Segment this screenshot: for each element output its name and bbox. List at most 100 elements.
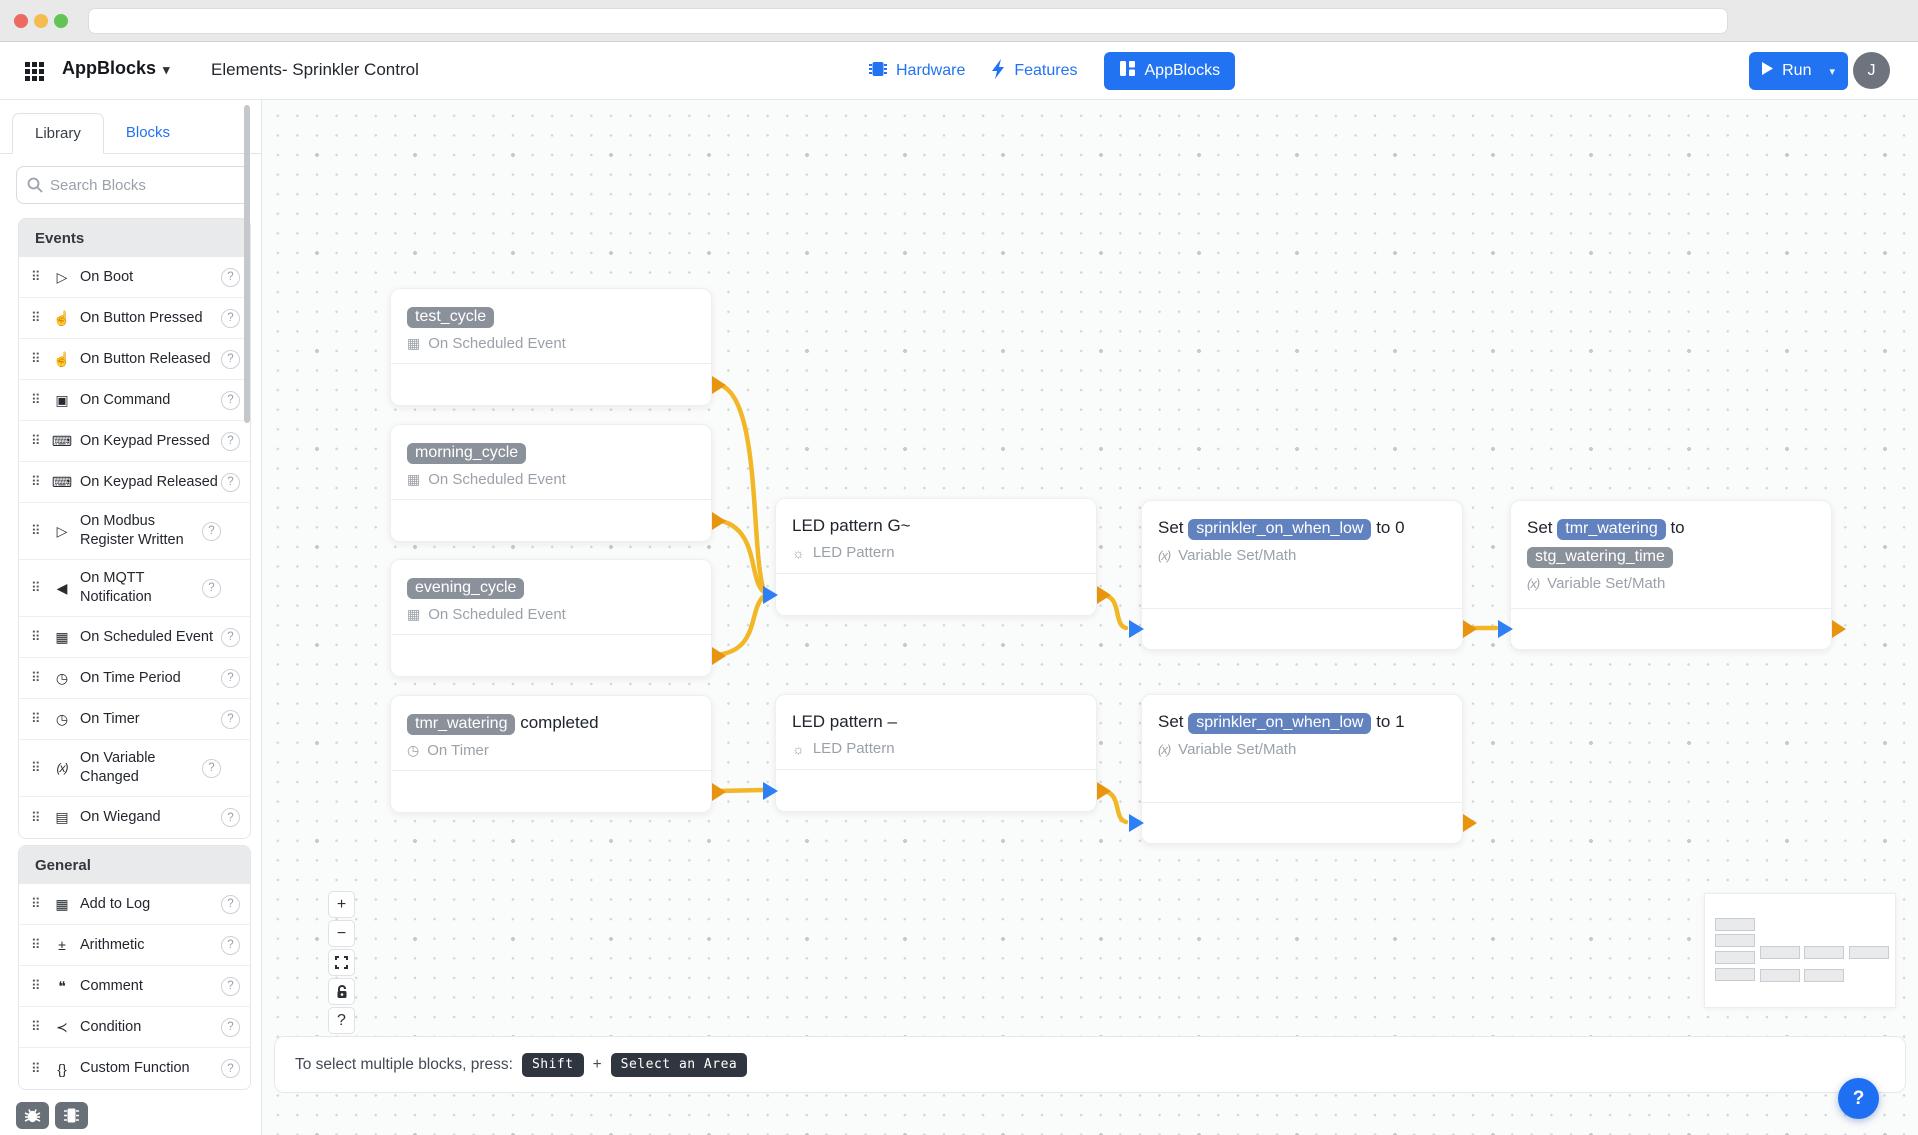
action-led-pattern-dash[interactable]: LED pattern –☼LED Pattern [763,694,1111,812]
search-input[interactable] [16,166,250,204]
drag-handle-icon[interactable]: ⠿ [31,670,41,685]
action-set-sprinkler-low-1[interactable]: Set sprinkler_on_when_low to 1(x)Variabl… [1129,694,1477,844]
action-set-sprinkler-low-0[interactable]: Set sprinkler_on_when_low to 0(x)Variabl… [1129,500,1477,650]
block-help-button[interactable]: ? [221,709,240,729]
drag-handle-icon[interactable]: ⠿ [31,711,41,726]
output-port[interactable] [712,376,726,394]
output-port[interactable] [1832,620,1846,638]
block-help-button[interactable]: ? [221,308,240,328]
run-dropdown-caret-icon[interactable]: ▾ [1829,65,1835,78]
block-help-button[interactable]: ? [221,267,240,287]
library-block-item[interactable]: ⠿▦Add to Log? [19,884,250,925]
block-help-button[interactable]: ? [221,390,240,410]
block-help-button[interactable]: ? [221,627,240,647]
input-port[interactable] [1129,620,1144,638]
library-block-item[interactable]: ⠿▣On Command? [19,380,250,421]
block-help-button[interactable]: ? [221,349,240,369]
user-avatar[interactable]: J [1853,52,1890,89]
input-port[interactable] [763,782,778,800]
output-port[interactable] [712,783,726,801]
library-block-item[interactable]: ⠿{}Custom Function? [19,1048,250,1089]
output-port[interactable] [1463,814,1477,832]
output-port[interactable] [1097,586,1111,604]
window-minimize-button[interactable] [34,14,48,28]
library-block-item[interactable]: ⠿❝Comment? [19,966,250,1007]
block-help-button[interactable]: ? [221,431,240,451]
block-help-button[interactable]: ? [221,808,240,827]
library-block-item[interactable]: ⠿▷On Modbus Register Written? [19,503,250,560]
drag-handle-icon[interactable]: ⠿ [31,1060,41,1076]
tab-library[interactable]: Library [12,113,104,154]
library-block-item[interactable]: ⠿±Arithmetic? [19,925,250,966]
block-help-button[interactable]: ? [221,668,240,688]
nav-hardware[interactable]: Hardware [868,59,965,84]
drag-handle-icon[interactable]: ⠿ [31,978,41,993]
window-close-button[interactable] [14,14,28,28]
zoom-out-button[interactable]: − [328,920,355,947]
event-evening-cycle[interactable]: evening_cycle▦On Scheduled Event [390,559,726,677]
nav-features[interactable]: Features [991,58,1078,84]
output-port[interactable] [712,512,726,530]
output-port[interactable] [1463,620,1477,638]
nav-appblocks[interactable]: AppBlocks [1103,52,1236,90]
browser-address-bar[interactable] [88,8,1728,34]
block-help-button[interactable]: ? [221,472,240,492]
event-morning-cycle[interactable]: morning_cycle▦On Scheduled Event [390,424,726,542]
drag-handle-icon[interactable]: ⠿ [31,523,41,538]
app-menu-button[interactable]: AppBlocks ▾ [62,58,170,79]
drag-handle-icon[interactable]: ⠿ [31,760,41,775]
zoom-in-button[interactable]: + [328,891,355,918]
event-timer-completed[interactable]: tmr_watering completed◷On Timer [390,695,726,813]
drag-handle-icon[interactable]: ⠿ [31,351,41,366]
library-block-item[interactable]: ⠿⌨On Keypad Pressed? [19,421,250,462]
block-help-button[interactable]: ? [221,894,240,914]
flow-canvas[interactable]: test_cycle▦On Scheduled Event morning_cyc… [262,100,1918,1135]
lock-button[interactable] [328,978,355,1005]
canvas-help-button[interactable]: ? [328,1007,355,1034]
apps-grid-icon[interactable] [25,62,44,86]
block-help-button[interactable]: ? [202,521,221,541]
drag-handle-icon[interactable]: ⠿ [31,1019,41,1034]
output-port[interactable] [712,647,726,665]
library-block-item[interactable]: ⠿▤On Wiegand? [19,797,250,838]
library-block-item[interactable]: ⠿(x)On Variable Changed? [19,740,250,797]
input-port[interactable] [763,586,778,604]
input-port[interactable] [1498,620,1513,638]
action-set-tmr-watering[interactable]: Set tmr_watering to stg_watering_time(x)… [1498,500,1846,650]
drag-handle-icon[interactable]: ⠿ [31,474,41,489]
block-help-button[interactable]: ? [221,976,240,996]
library-block-item[interactable]: ⠿≺Condition? [19,1007,250,1048]
block-help-button[interactable]: ? [221,1059,240,1078]
block-help-button[interactable]: ? [202,578,221,598]
drag-handle-icon[interactable]: ⠿ [31,937,41,952]
drag-handle-icon[interactable]: ⠿ [31,392,41,407]
library-block-item[interactable]: ⠿▦On Scheduled Event? [19,617,250,658]
drag-handle-icon[interactable]: ⠿ [31,809,41,825]
library-block-item[interactable]: ⠿☝On Button Released? [19,339,250,380]
minimap[interactable] [1704,893,1896,1008]
output-port[interactable] [1097,782,1111,800]
window-zoom-button[interactable] [54,14,68,28]
drag-handle-icon[interactable]: ⠿ [31,269,41,284]
fit-view-button[interactable] [328,949,355,976]
library-block-item[interactable]: ⠿◷On Time Period? [19,658,250,699]
tab-blocks[interactable]: Blocks [103,112,193,153]
drag-handle-icon[interactable]: ⠿ [31,580,41,595]
library-block-item[interactable]: ⠿◀On MQTT Notification? [19,560,250,617]
help-fab[interactable]: ? [1838,1078,1879,1119]
debug-button[interactable] [16,1102,49,1129]
block-help-button[interactable]: ? [221,1017,240,1037]
library-block-item[interactable]: ⠿☝On Button Pressed? [19,298,250,339]
library-block-item[interactable]: ⠿⌨On Keypad Released? [19,462,250,503]
drag-handle-icon[interactable]: ⠿ [31,310,41,325]
action-led-pattern-g[interactable]: LED pattern G~☼LED Pattern [763,498,1111,616]
drag-handle-icon[interactable]: ⠿ [31,896,41,911]
input-port[interactable] [1129,814,1144,832]
drag-handle-icon[interactable]: ⠿ [31,433,41,448]
block-help-button[interactable]: ? [221,935,240,955]
device-button[interactable] [55,1102,88,1129]
drag-handle-icon[interactable]: ⠿ [31,629,41,644]
event-test-cycle[interactable]: test_cycle▦On Scheduled Event [390,288,726,406]
block-help-button[interactable]: ? [202,758,221,778]
library-block-item[interactable]: ⠿◷On Timer? [19,699,250,740]
